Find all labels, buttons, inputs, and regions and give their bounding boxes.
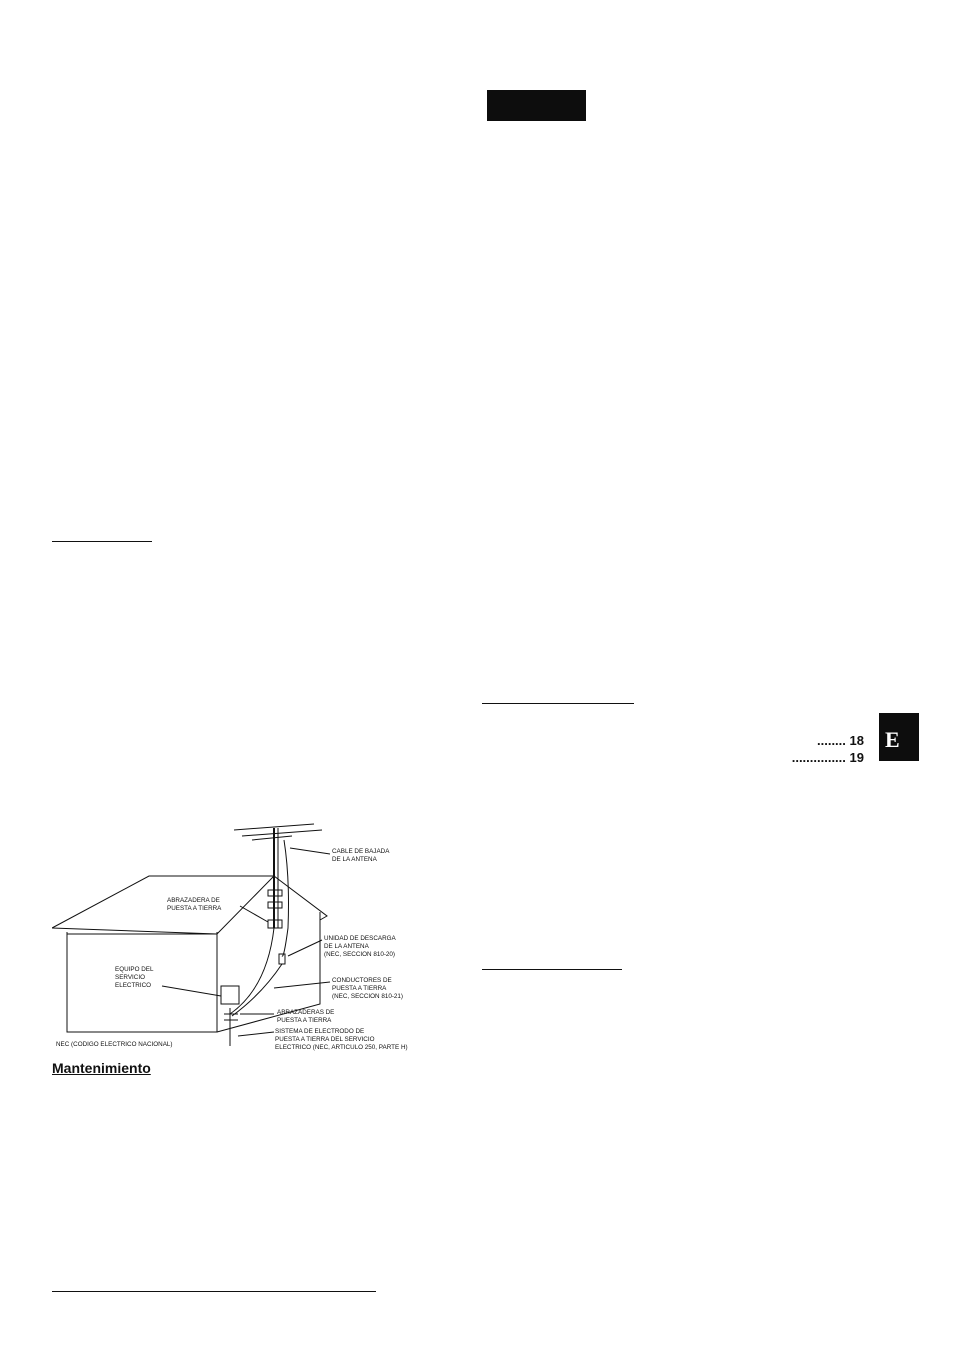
toc-entry[interactable]: ............... 19 [792, 750, 864, 765]
antenna-grounding-diagram: CABLE DE BAJADA DE LA ANTENA ABRAZADERA … [52, 823, 408, 1051]
label-equipo-3: ELECTRICO [115, 982, 151, 989]
label-abrazaderas: ABRAZADERAS DE [277, 1009, 334, 1016]
toc-entry[interactable]: ........ 18 [817, 733, 864, 748]
section-tab: E [879, 713, 919, 761]
section-tab-letter: E [885, 727, 900, 752]
label-conductores: CONDUCTORES DE [332, 977, 392, 984]
label-nec: NEC (CODIGO ELECTRICO NACIONAL) [56, 1041, 173, 1048]
label-sistema-3: ELECTRICO (NEC, ARTICULO 250, PARTE H) [275, 1044, 408, 1051]
section-rule-right-1 [482, 703, 634, 704]
label-equipo: EQUIPO DEL [115, 966, 154, 973]
label-cable-bajada-2: DE LA ANTENA [332, 856, 378, 863]
label-abrazadera-2: PUESTA A TIERRA [167, 905, 222, 912]
section-rule-bottom [52, 1291, 376, 1292]
toc-page: 18 [849, 733, 864, 748]
section-rule-left [52, 541, 152, 542]
label-abrazaderas-2: PUESTA A TIERRA [277, 1017, 332, 1024]
label-unidad-descarga-2: DE LA ANTENA [324, 943, 370, 950]
house-left-wall [66, 932, 218, 1033]
label-sistema-2: PUESTA A TIERRA DEL SERVICIO [275, 1036, 375, 1043]
label-unidad-descarga: UNIDAD DE DESCARGA [324, 935, 397, 942]
toc-leader: ........ [817, 733, 846, 748]
label-conductores-3: (NEC, SECCION 810-21) [332, 993, 403, 1000]
toc-leader: ............... [791, 750, 846, 765]
label-cable-bajada: CABLE DE BAJADA [332, 848, 390, 855]
label-sistema: SISTEMA DE ELECTRODO DE [275, 1028, 364, 1035]
redaction-box [487, 90, 586, 121]
label-equipo-2: SERVICIO [115, 974, 145, 981]
label-conductores-2: PUESTA A TIERRA [332, 985, 387, 992]
label-unidad-descarga-3: (NEC, SECCION 810-20) [324, 951, 395, 958]
house-right-wall [216, 912, 321, 1033]
roof-right [273, 875, 328, 921]
section-rule-right-2 [482, 969, 622, 970]
section-heading-mantenimiento: Mantenimiento [52, 1060, 151, 1076]
diagram-labels: CABLE DE BAJADA DE LA ANTENA ABRAZADERA … [56, 848, 408, 1051]
label-abrazadera: ABRAZADERA DE [167, 897, 220, 904]
toc-page: 19 [849, 750, 864, 765]
roof-left [52, 875, 276, 935]
